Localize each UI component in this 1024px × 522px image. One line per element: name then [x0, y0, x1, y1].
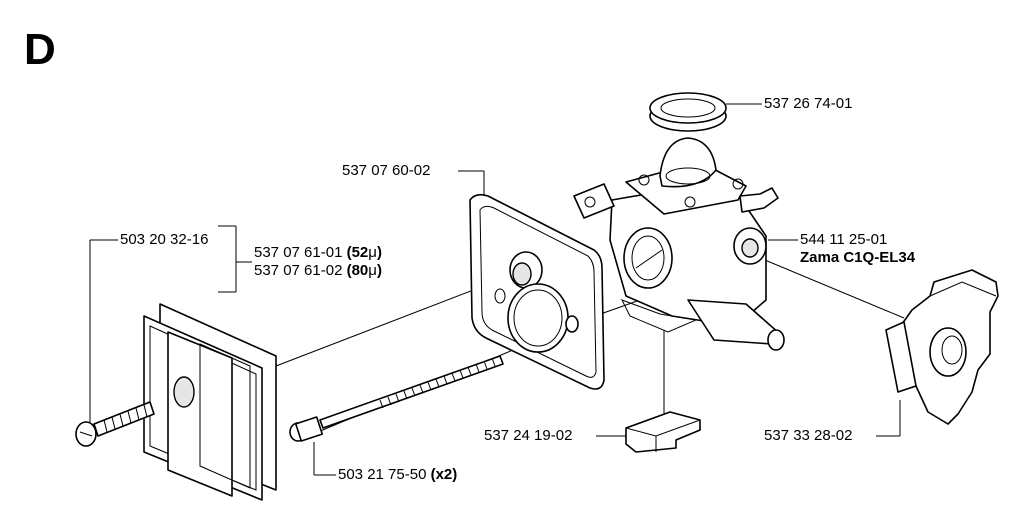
section-letter: D — [24, 25, 56, 74]
part-number-long-bolt: 503 21 75-50 (x2) — [338, 466, 458, 483]
long-bolt-part — [289, 355, 504, 442]
short-screw-part — [75, 401, 155, 447]
part-number-filter-screen-80: 537 07 61-02 (80μ) — [254, 262, 382, 279]
part-number-short-screw: 503 20 32-16 — [120, 231, 209, 248]
part-number-carburetor: 544 11 25-01 — [800, 231, 888, 248]
carburetor-part — [573, 137, 785, 351]
carburetor-model: Zama C1Q-EL34 — [800, 249, 916, 266]
insulator-gasket-part — [469, 193, 605, 390]
part-number-spacer-block: 537 24 19-02 — [484, 427, 573, 444]
sealing-ring-part — [649, 92, 727, 132]
filter-screen-52-spec: 52 — [351, 244, 369, 261]
part-number-insulator-gasket: 537 07 60-02 — [342, 162, 431, 179]
filter-screen-80-unit: μ — [368, 262, 377, 279]
heat-shield-part — [885, 269, 999, 425]
filter-screen-52-unit: μ — [368, 244, 377, 261]
filter-screen-part — [143, 303, 277, 501]
filter-screen-80-spec: 80 — [351, 262, 369, 279]
long-bolt-qty: x2 — [435, 466, 453, 483]
part-number-heat-shield: 537 33 28-02 — [764, 427, 853, 444]
long-bolt-number: 503 21 75-50 — [338, 466, 427, 483]
part-number-filter-screen-52: 537 07 61-01 (52μ) — [254, 244, 382, 261]
filter-screen-52-number: 537 07 61-01 — [254, 244, 343, 261]
filter-screen-80-number: 537 07 61-02 — [254, 262, 343, 279]
part-number-sealing-ring: 537 26 74-01 — [764, 95, 853, 112]
spacer-block-part — [625, 411, 701, 453]
